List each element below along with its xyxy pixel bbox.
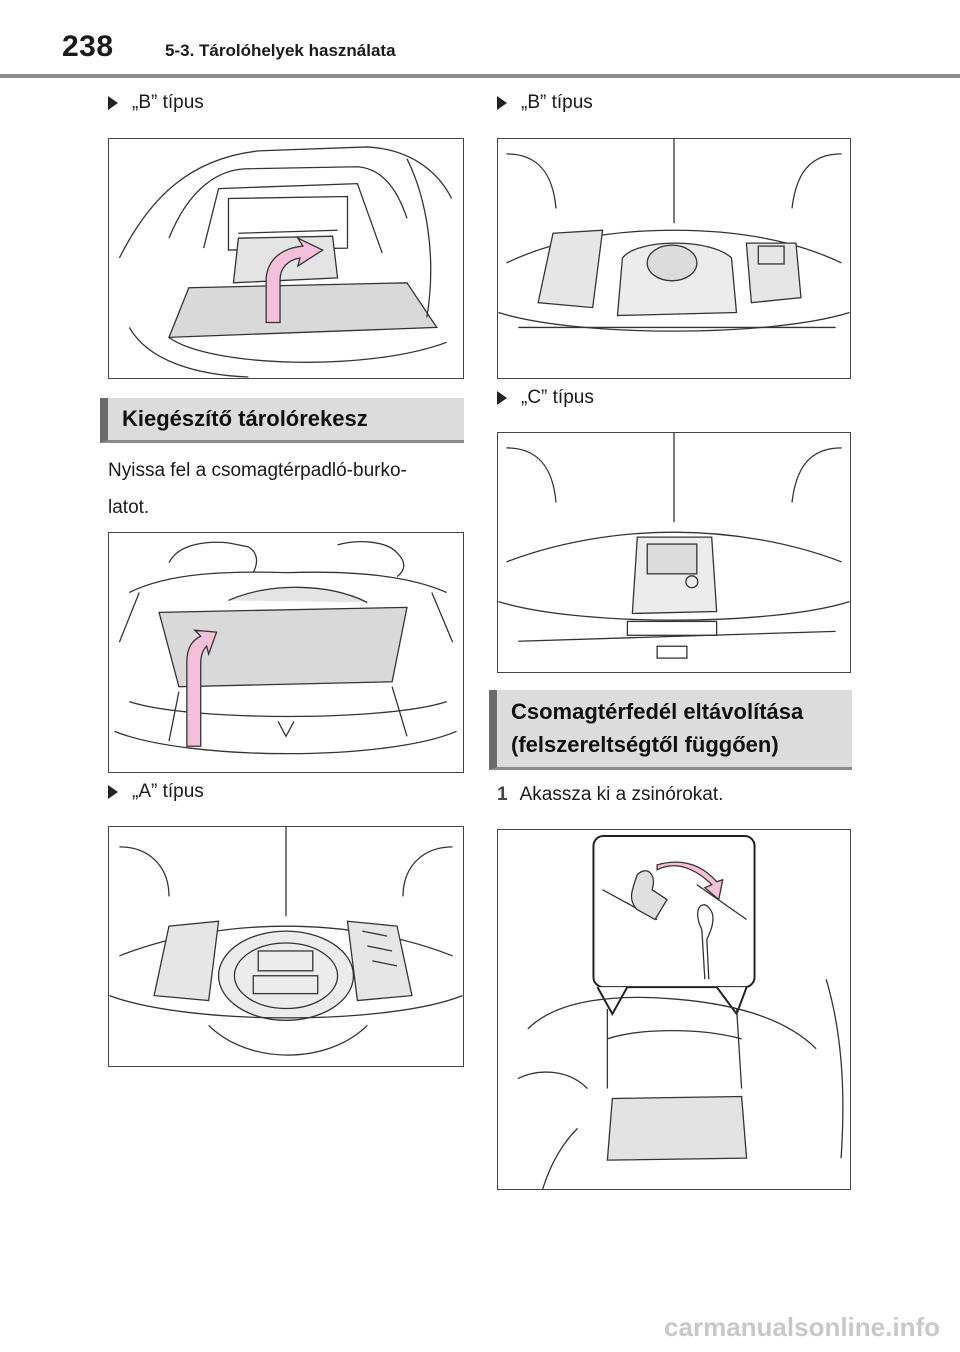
section-title: 5-3. Tárolóhelyek használata <box>165 41 396 60</box>
figure-spare-tire-type-a <box>108 826 464 1067</box>
body-instruction: Nyissa fel a csomagtérpadló-burko- latot… <box>108 452 468 526</box>
figure-trunk-floor-open <box>108 138 464 379</box>
watermark: carmanualsonline.info <box>664 1312 940 1342</box>
heading-additional-storage: Kiegészítő tárolórekesz <box>100 398 464 443</box>
bullet-label: „A” típus <box>132 781 204 802</box>
heading-line-1: Csomagtérfedél eltávolítása <box>511 699 804 724</box>
body-line-2: latot. <box>108 497 150 518</box>
heading-text: Kiegészítő tárolórekesz <box>122 406 368 431</box>
body-line-1: Nyissa fel a csomagtérpadló-burko- <box>108 460 407 481</box>
triangle-bullet-icon <box>497 96 507 110</box>
bullet-label: „B” típus <box>132 92 204 113</box>
figure-floor-cover-lift <box>108 532 464 773</box>
step-text: Akassza ki a zsinórokat. <box>519 784 724 805</box>
bullet-type-a: „A” típus <box>108 781 204 803</box>
triangle-bullet-icon <box>108 96 118 110</box>
bullet-label: „B” típus <box>521 92 593 113</box>
figure-unhook-cords <box>497 829 851 1190</box>
figure-storage-type-b <box>497 138 851 379</box>
header-rule <box>0 74 960 78</box>
bullet-type-b-left: „B” típus <box>108 92 204 114</box>
figure-storage-type-c <box>497 432 851 673</box>
bullet-type-c: „C” típus <box>497 387 594 409</box>
heading-line-2: (felszereltségtől függően) <box>511 732 779 757</box>
page-number: 238 <box>62 30 114 63</box>
step-1: 1 Akassza ki a zsinórokat. <box>497 784 723 806</box>
triangle-bullet-icon <box>497 391 507 405</box>
bullet-label: „C” típus <box>521 387 594 408</box>
triangle-bullet-icon <box>108 785 118 799</box>
heading-remove-tonneau: Csomagtérfedél eltávolítása (felszerelts… <box>489 690 852 770</box>
step-number: 1 <box>497 784 508 805</box>
bullet-type-b-right: „B” típus <box>497 92 593 114</box>
